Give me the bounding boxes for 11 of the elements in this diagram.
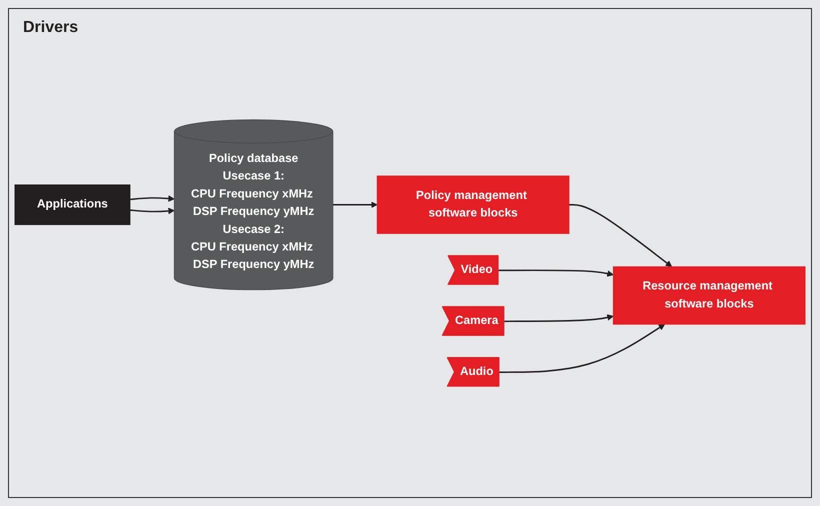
node-box: Resource management software blocks <box>612 266 806 325</box>
arrow <box>569 204 672 268</box>
arrow <box>498 270 614 277</box>
section-heading: Drivers <box>23 19 78 37</box>
arrow <box>504 314 614 322</box>
node-box: Policy management software blocks <box>376 176 570 234</box>
arrow <box>332 202 378 208</box>
arrow <box>130 195 175 202</box>
arrow <box>130 208 175 214</box>
node-box: Applications <box>14 184 130 226</box>
arrow <box>499 324 665 373</box>
